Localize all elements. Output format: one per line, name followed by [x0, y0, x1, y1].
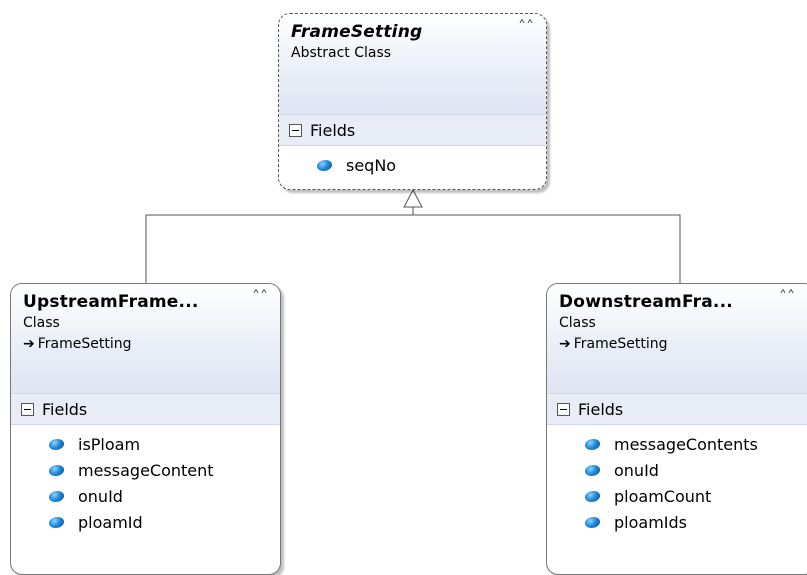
- class-kind: Abstract Class: [291, 45, 392, 61]
- class-name: UpstreamFrame...: [23, 292, 199, 312]
- section-label: Fields: [578, 399, 624, 419]
- field-item[interactable]: messageContents: [547, 431, 807, 457]
- field-list: seqNo: [279, 146, 546, 178]
- double-chevron-up-icon[interactable]: ˄˄: [779, 287, 795, 306]
- double-chevron-up-icon[interactable]: ˄˄: [518, 17, 534, 36]
- field-item[interactable]: ploamId: [11, 509, 280, 535]
- field-list: isPloam messageContent onuId ploamId: [11, 425, 280, 535]
- section-label: Fields: [310, 120, 356, 140]
- class-kind: Class: [23, 315, 60, 331]
- minus-box-icon[interactable]: [21, 402, 34, 416]
- inheritance-arrowhead: [403, 188, 423, 208]
- class-name: FrameSetting: [291, 22, 423, 42]
- field-icon: [584, 438, 601, 450]
- field-icon: [584, 516, 601, 528]
- field-item[interactable]: onuId: [11, 483, 280, 509]
- inherit-arrow-icon: ➔: [23, 336, 35, 352]
- field-item[interactable]: ploamIds: [547, 509, 807, 535]
- field-icon: [316, 159, 333, 171]
- field-item[interactable]: seqNo: [279, 152, 546, 178]
- field-icon: [584, 490, 601, 502]
- fields-section-header[interactable]: Fields: [279, 114, 546, 146]
- field-icon: [48, 438, 65, 450]
- class-header[interactable]: DownstreamFra... Class ➔ FrameSetting ˄˄: [547, 284, 807, 393]
- inherit-arrow-icon: ➔: [559, 336, 571, 352]
- field-item[interactable]: messageContent: [11, 457, 280, 483]
- minus-box-icon[interactable]: [289, 123, 302, 137]
- field-item[interactable]: ploamCount: [547, 483, 807, 509]
- field-icon: [48, 464, 65, 476]
- fields-section-header[interactable]: Fields: [547, 393, 807, 425]
- base-class-ref: ➔ FrameSetting: [23, 336, 132, 352]
- class-box-upstreamframe[interactable]: UpstreamFrame... Class ➔ FrameSetting ˄˄…: [10, 283, 281, 575]
- minus-box-icon[interactable]: [557, 402, 570, 416]
- field-item[interactable]: isPloam: [11, 431, 280, 457]
- double-chevron-up-icon[interactable]: ˄˄: [252, 287, 268, 306]
- base-class-ref: ➔ FrameSetting: [559, 336, 668, 352]
- class-header[interactable]: UpstreamFrame... Class ➔ FrameSetting ˄˄: [11, 284, 280, 393]
- field-icon: [48, 516, 65, 528]
- field-item[interactable]: onuId: [547, 457, 807, 483]
- class-box-downstreamframe[interactable]: DownstreamFra... Class ➔ FrameSetting ˄˄…: [546, 283, 807, 575]
- class-box-framesetting[interactable]: FrameSetting Abstract Class ˄˄ Fields se…: [278, 13, 547, 190]
- field-icon: [584, 464, 601, 476]
- field-icon: [48, 490, 65, 502]
- class-header[interactable]: FrameSetting Abstract Class ˄˄: [279, 14, 546, 114]
- class-name: DownstreamFra...: [559, 292, 733, 312]
- fields-section-header[interactable]: Fields: [11, 393, 280, 425]
- class-kind: Class: [559, 315, 596, 331]
- section-label: Fields: [42, 399, 88, 419]
- field-list: messageContents onuId ploamCount ploamId…: [547, 425, 807, 535]
